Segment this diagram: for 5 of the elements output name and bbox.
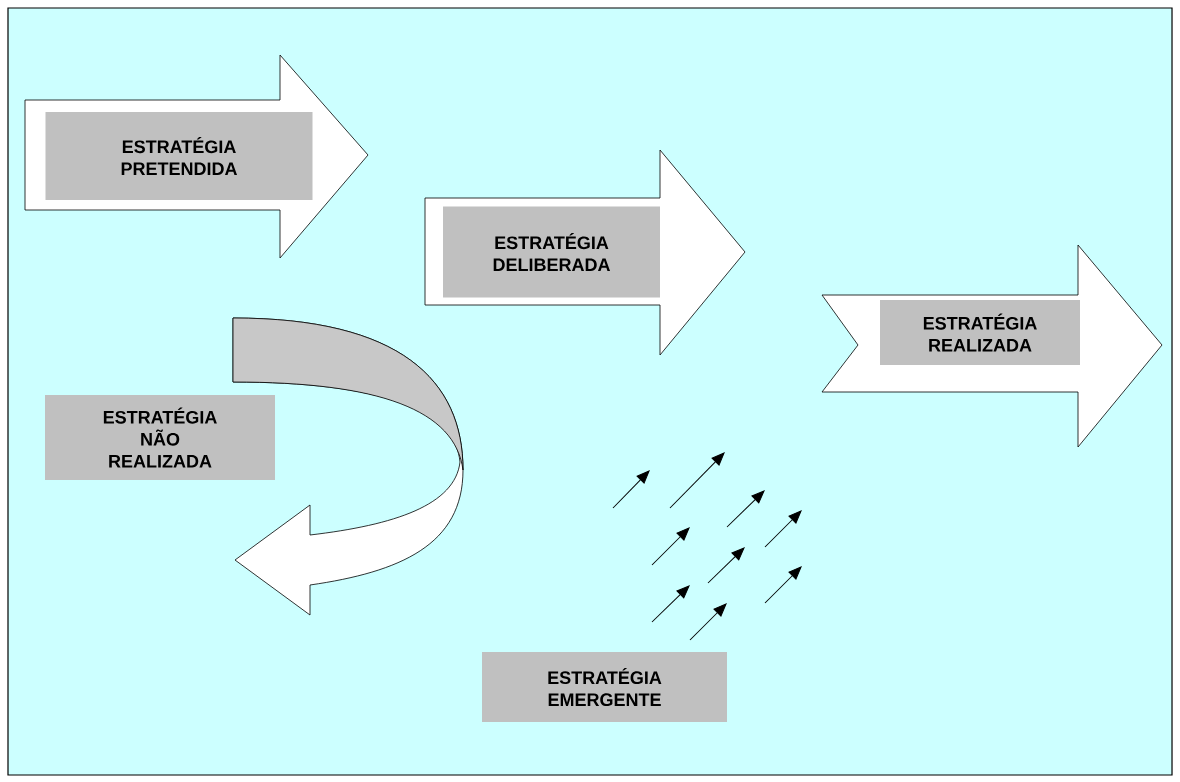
label-box: ESTRATÉGIA DELIBERADA	[443, 206, 660, 298]
label-box: ESTRATÉGIA REALIZADA	[880, 300, 1080, 365]
label-box: ESTRATÉGIA PRETENDIDA	[45, 112, 313, 200]
label-box: ESTRATÉGIA NÃO REALIZADA	[45, 395, 275, 480]
label-box: ESTRATÉGIA EMERGENTE	[482, 652, 727, 722]
